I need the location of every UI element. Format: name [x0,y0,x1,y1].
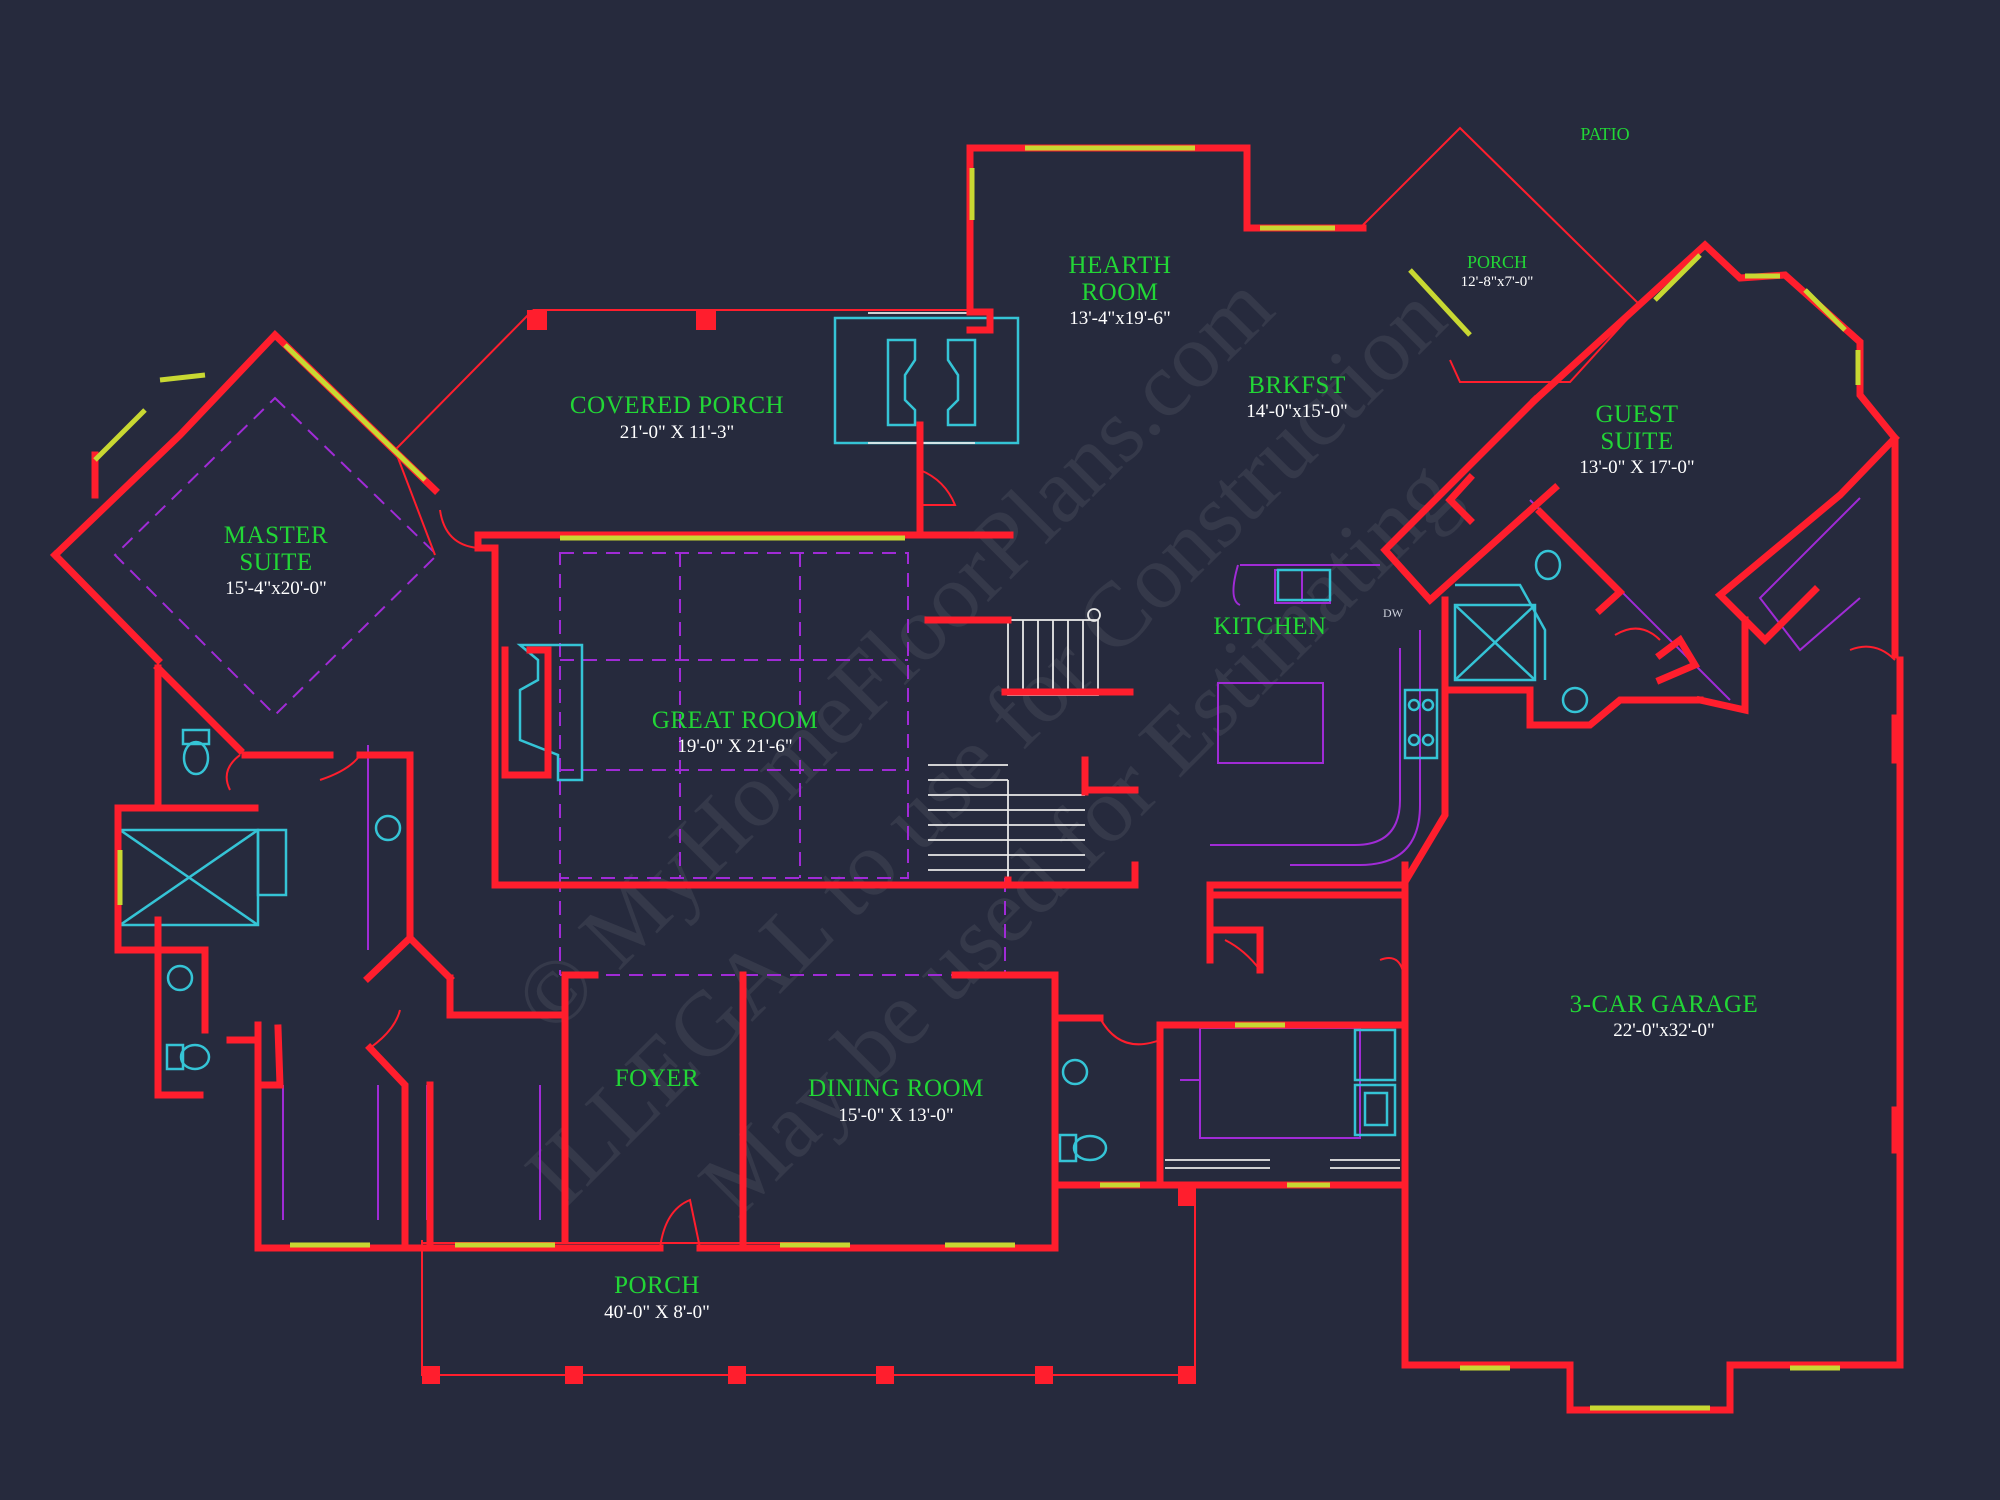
hearth-room-name: HEARTH [1069,252,1172,279]
porch-post [728,1366,746,1384]
kitchen-name: KITCHEN [1213,613,1326,640]
foyer-name: FOYER [615,1065,699,1092]
watermark-line-1: © MyHomeFloorPlans.com [495,255,1292,1052]
watermark: © MyHomeFloorPlans.com ILLEGAL to use fo… [495,255,1475,1235]
porch-post [565,1366,583,1384]
garage-dim: 22'-0"x32'-0" [1613,1020,1715,1041]
porch-outlines [393,126,1642,1376]
porch-posts [422,310,1196,1384]
master-suite-name: MASTER [224,522,328,549]
front-porch-dim: 40'-0" X 8'-0" [604,1302,710,1323]
fixtures [118,312,1589,1163]
rear-porch-dim: 12'-8"x7'-0" [1461,274,1534,290]
breakfast-name: BRKFST [1248,372,1345,399]
patio-label: PATIO [1580,124,1629,144]
guest-suite-dim: 13'-0" X 17'-0" [1579,457,1694,478]
hearth-room-dim: 13'-4"x19'-6" [1069,308,1171,329]
porch-post [1178,1366,1196,1384]
master-suite-dim: 15'-4"x20'-0" [225,578,327,599]
guest-suite-name: GUEST [1595,401,1678,428]
dining-room-name: DINING ROOM [808,1075,984,1102]
great-room-name: GREAT ROOM [652,707,818,734]
windows [93,145,1861,1411]
porch-post [696,310,716,330]
front-porch-name: PORCH [614,1272,700,1299]
walls [50,144,1904,1414]
porch-post [422,1366,440,1384]
breakfast-dim: 14'-0"x15'-0" [1246,401,1348,422]
hearth-room-name-2: ROOM [1081,279,1158,306]
staircase [928,608,1400,1169]
porch-post [527,310,547,330]
guest-suite-name-2: SUITE [1600,428,1673,455]
master-suite-name-2: SUITE [239,549,312,576]
room-labels: PATIO DW HEARTH ROOM 13'-4"x19'-6" PORCH… [224,124,1759,1323]
porch-post [1178,1188,1196,1206]
dishwasher-label: DW [1383,606,1404,620]
great-room-dim: 19'-0" X 21'-6" [677,736,792,757]
dining-room-dim: 15'-0" X 13'-0" [838,1105,953,1126]
porch-post [876,1366,894,1384]
covered-porch-dim: 21'-0" X 11'-3" [620,422,735,443]
door-swings [225,469,1896,1249]
covered-porch-name: COVERED PORCH [570,392,784,419]
garage-name: 3-CAR GARAGE [1570,991,1759,1018]
porch-post [1035,1366,1053,1384]
rear-porch-name: PORCH [1467,252,1527,272]
